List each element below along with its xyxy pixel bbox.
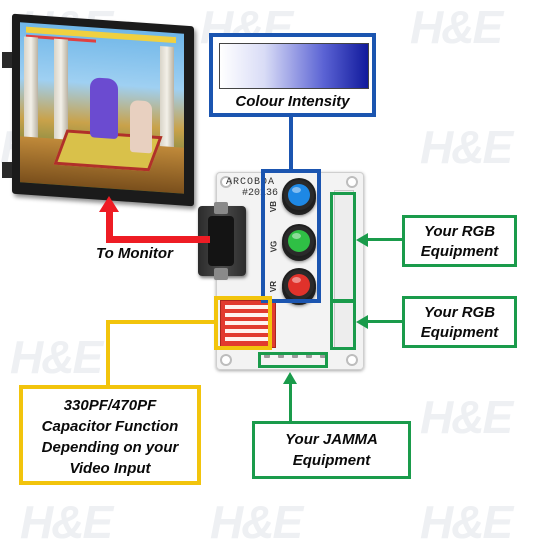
jamma-pin-header [262,350,330,362]
rgb-equipment-box-1: Your RGB Equipment [402,215,517,267]
red-intensity-knob[interactable] [282,268,316,302]
watermark-logo: H&E [210,496,303,548]
rgb-equipment-2-line2: Equipment [420,324,499,341]
colour-intensity-gradient [219,43,369,89]
mounting-hole [220,354,232,366]
watermark-logo: H&E [420,496,513,548]
vga-screw [214,202,228,214]
blue-intensity-knob[interactable] [282,178,316,212]
dip-switch[interactable] [225,329,269,333]
pin [264,352,270,358]
jamma-equipment-box: Your JAMMA Equipment [252,421,411,479]
vga-screw [214,268,228,280]
pin [278,352,284,358]
up-arrow-icon [99,196,119,212]
monitor-arrow-vertical [106,210,113,242]
capacitor-connector-horizontal [106,320,216,324]
jamma-pins-highlight-frame [258,352,328,368]
rgb-equipment-1-line2: Equipment [420,243,499,260]
watermark-logo: H&E [420,121,513,173]
dip-switch[interactable] [225,321,269,325]
rgb-header-highlight-frame [330,192,356,302]
watermark-logo: H&E [410,1,503,53]
jamma-line1: Your JAMMA [285,431,378,448]
arcade-monitor-image [2,12,202,208]
vga-connector [198,202,246,280]
left-arrow-icon [356,233,368,247]
pin [292,352,298,358]
jamma-connector-line [289,382,292,422]
dip-switch-highlight-frame [214,296,272,350]
colour-intensity-connector [289,117,293,169]
pin [306,352,312,358]
monitor-screen [20,22,184,194]
knob-highlight-frame [261,169,321,303]
monitor-bracket [2,52,12,68]
pin [320,352,326,358]
mounting-hole [346,354,358,366]
game-fighter [130,99,152,154]
rgb1-connector-line [364,238,404,241]
capacitor-line3: Depending on your [41,439,179,456]
green-intensity-knob[interactable] [282,224,316,258]
watermark-logo: H&E [420,391,513,443]
rgb2-connector-line [364,320,404,323]
to-monitor-label: To Monitor [96,245,173,262]
game-pillar [24,36,38,148]
watermark-logo: H&E [20,496,113,548]
monitor-arrow-horizontal [106,236,210,243]
capacitor-line1: 330PF/470PF [63,397,157,414]
colour-intensity-label: Colour Intensity [235,93,350,110]
dip-switch[interactable] [225,313,269,317]
rgb-small-connector-highlight-frame [330,300,356,350]
up-arrow-icon [283,372,297,384]
board-part-number: #20136 [242,188,279,199]
rgb-converter-board: ARCOBDA #20136 VB VG VR [198,172,364,370]
rgb-equipment-box-2: Your RGB Equipment [402,296,517,348]
mounting-hole [220,176,232,188]
colour-intensity-box: Colour Intensity [209,33,376,117]
rgb-equipment-2-line1: Your RGB [423,304,496,321]
jamma-line2: Equipment [292,452,371,469]
game-fighter [90,77,118,140]
dip-switch[interactable] [225,305,269,309]
watermark-logo: H&E [10,331,103,383]
capacitor-line4: Video Input [69,460,151,477]
left-arrow-icon [356,315,368,329]
monitor-bracket [2,162,12,178]
capacitor-function-box: 330PF/470PF Capacitor Function Depending… [19,385,201,485]
game-pillar [160,46,174,158]
vga-socket [208,216,234,266]
dip-switch[interactable] [225,337,269,341]
board-brand-text: ARCOBDA [226,177,276,188]
capacitor-connector-vertical [106,320,110,388]
mounting-hole [346,176,358,188]
capacitor-line2: Capacitor Function [41,418,179,435]
dip-switch-block[interactable] [220,300,276,348]
rgb-equipment-1-line1: Your RGB [423,223,496,240]
